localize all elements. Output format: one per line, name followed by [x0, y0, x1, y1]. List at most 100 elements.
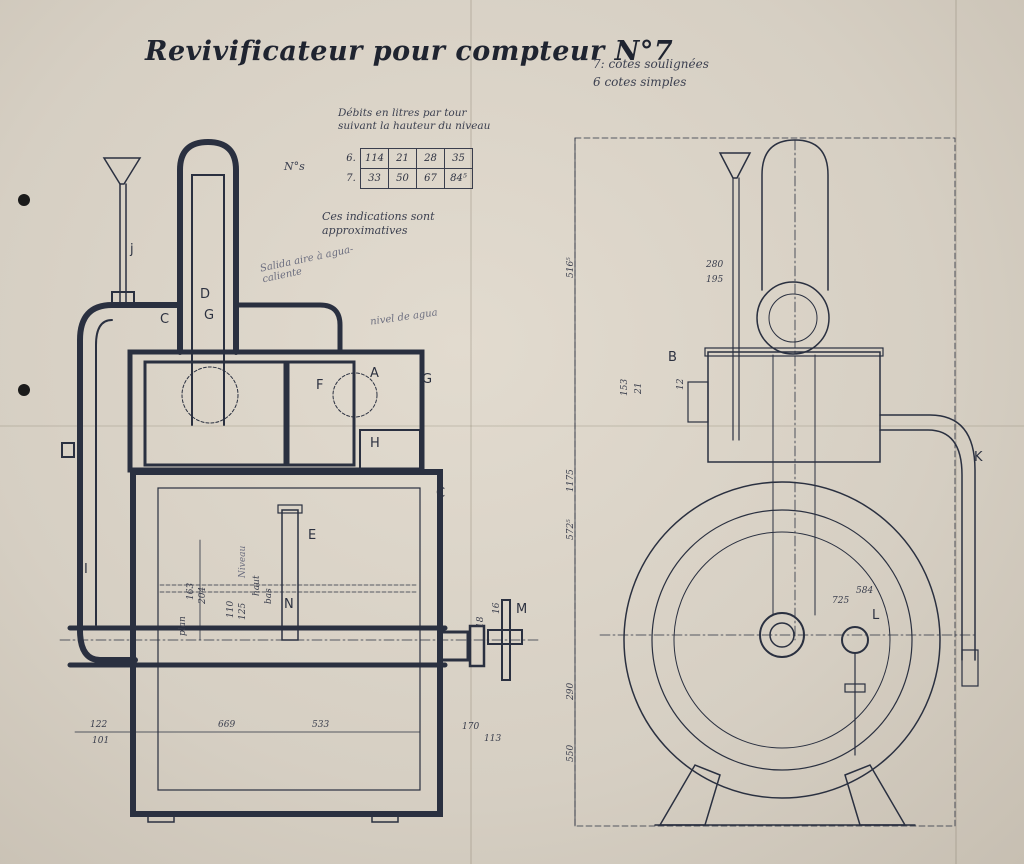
side-pipe-c-left-inner — [95, 319, 113, 626]
dim-113: 113 — [484, 734, 502, 744]
front-foot-left — [658, 764, 721, 826]
pipe-i-flange — [61, 442, 75, 458]
column-elbow-inner — [768, 293, 818, 343]
part-letter-g-right: G — [422, 372, 433, 387]
dim-550: 550 — [566, 744, 576, 762]
punch-hole-bottom — [18, 384, 30, 396]
part-letter-e: E — [308, 528, 317, 543]
pipe-k-end — [961, 649, 979, 687]
dim-12: 12 — [676, 378, 686, 390]
debit-table: 6. 114 21 28 35 7. 33 50 67 84⁵ — [342, 148, 473, 189]
lower-tank — [130, 469, 443, 817]
valve-l — [841, 626, 869, 654]
dim-122: 122 — [90, 720, 108, 730]
table-side-label: N°s — [284, 160, 305, 173]
valve-handle — [844, 683, 866, 693]
dim-725: 725 — [832, 596, 850, 606]
part-letter-i: I — [84, 562, 88, 577]
table-row: 6. 114 21 28 35 — [342, 148, 473, 169]
part-letter-n: N — [284, 597, 294, 612]
dim-16: 16 — [492, 602, 502, 614]
dim-669: 669 — [218, 720, 236, 730]
box-h — [359, 429, 421, 471]
table-cell: 114 — [360, 148, 389, 169]
foot-right — [371, 811, 399, 823]
part-letter-j: j — [130, 242, 134, 257]
pulley-hub — [487, 629, 523, 645]
dim-1175: 1175 — [566, 469, 576, 492]
paper-fold-vertical-right — [955, 0, 957, 864]
drum-outer — [623, 481, 941, 799]
drum-inner — [673, 531, 891, 749]
dim-haut: haut — [252, 575, 262, 596]
shaft-tube — [67, 625, 448, 668]
table-cell: 28 — [416, 148, 445, 169]
front-foot-right — [844, 764, 907, 826]
dim-110: 110 — [226, 600, 236, 618]
dim-153: 153 — [620, 378, 630, 396]
dim-533: 533 — [312, 720, 330, 730]
part-letter-a: A — [370, 366, 379, 381]
upper-box — [127, 349, 425, 473]
float-wheel-right — [332, 372, 378, 418]
dim-195: 195 — [706, 275, 724, 285]
gauge-tube-e-outer — [277, 504, 303, 514]
upper-box-b — [707, 351, 881, 463]
paper-fold-horizontal — [0, 425, 1024, 427]
part-letter-k: K — [974, 450, 983, 465]
section-view — [59, 138, 541, 823]
u-pipe-d — [177, 138, 239, 355]
part-letter-h: H — [370, 436, 380, 451]
u-pipe-d-inner — [191, 174, 225, 426]
drawing-title: Revivificateur pour compteur N°7 — [145, 36, 674, 67]
table-cell: 21 — [388, 148, 417, 169]
dim-5165: 516⁵ — [566, 257, 576, 278]
front-funnel — [718, 152, 752, 179]
funnel-j — [102, 157, 142, 185]
dim-plan: plan — [178, 616, 188, 636]
pulley-m — [501, 599, 511, 681]
dim-125: 125 — [238, 602, 248, 620]
table-row: 7. 33 50 67 84⁵ — [342, 168, 473, 189]
part-letter-f: F — [316, 378, 324, 393]
part-letter-c-side: C — [436, 486, 446, 501]
flange-b — [687, 381, 709, 423]
float-wheel-left — [181, 366, 239, 424]
drum-rim — [651, 509, 913, 771]
upper-box-inner — [143, 360, 287, 467]
dim-21: 21 — [634, 382, 644, 394]
gauge-tube-e — [281, 509, 299, 641]
table-cell-compteur: 7. — [346, 173, 356, 184]
column-elbow — [756, 281, 830, 355]
paper-fold-vertical — [470, 0, 472, 864]
part-letter-l: L — [872, 608, 880, 623]
part-letter-b: B — [668, 350, 677, 365]
note-approx: Ces indications sont approximatives — [322, 210, 435, 237]
foot-left — [147, 811, 175, 823]
dim-5725: 572⁵ — [566, 519, 576, 540]
side-pipe-c — [235, 302, 343, 355]
legend-underlined: 7: cotes soulignées — [593, 57, 709, 71]
lower-tank-inner — [157, 487, 421, 791]
upper-box-inner-right — [286, 360, 356, 467]
dimension-frame — [574, 137, 956, 827]
part-letter-c-top: C — [160, 312, 170, 327]
table-heading: Débits en litres par tour suivant la hau… — [338, 107, 491, 132]
side-pipe-c-left — [77, 302, 183, 663]
legend-simple: 6 cotes simples — [593, 75, 687, 89]
dim-163: 163 — [186, 582, 196, 600]
dim-18: 18 — [476, 616, 486, 628]
dim-101: 101 — [92, 736, 110, 746]
shaft-gland — [438, 630, 470, 662]
part-letter-g-left: G — [204, 308, 215, 323]
dim-170: 170 — [462, 722, 480, 732]
table-cell-compteur: 6. — [346, 153, 356, 164]
upper-box-b-lid — [704, 347, 884, 357]
punch-hole-top — [18, 194, 30, 206]
front-view — [574, 137, 979, 827]
dim-204: 204 — [198, 586, 208, 604]
funnel-coupling — [111, 291, 135, 307]
dim-280: 280 — [706, 260, 724, 270]
